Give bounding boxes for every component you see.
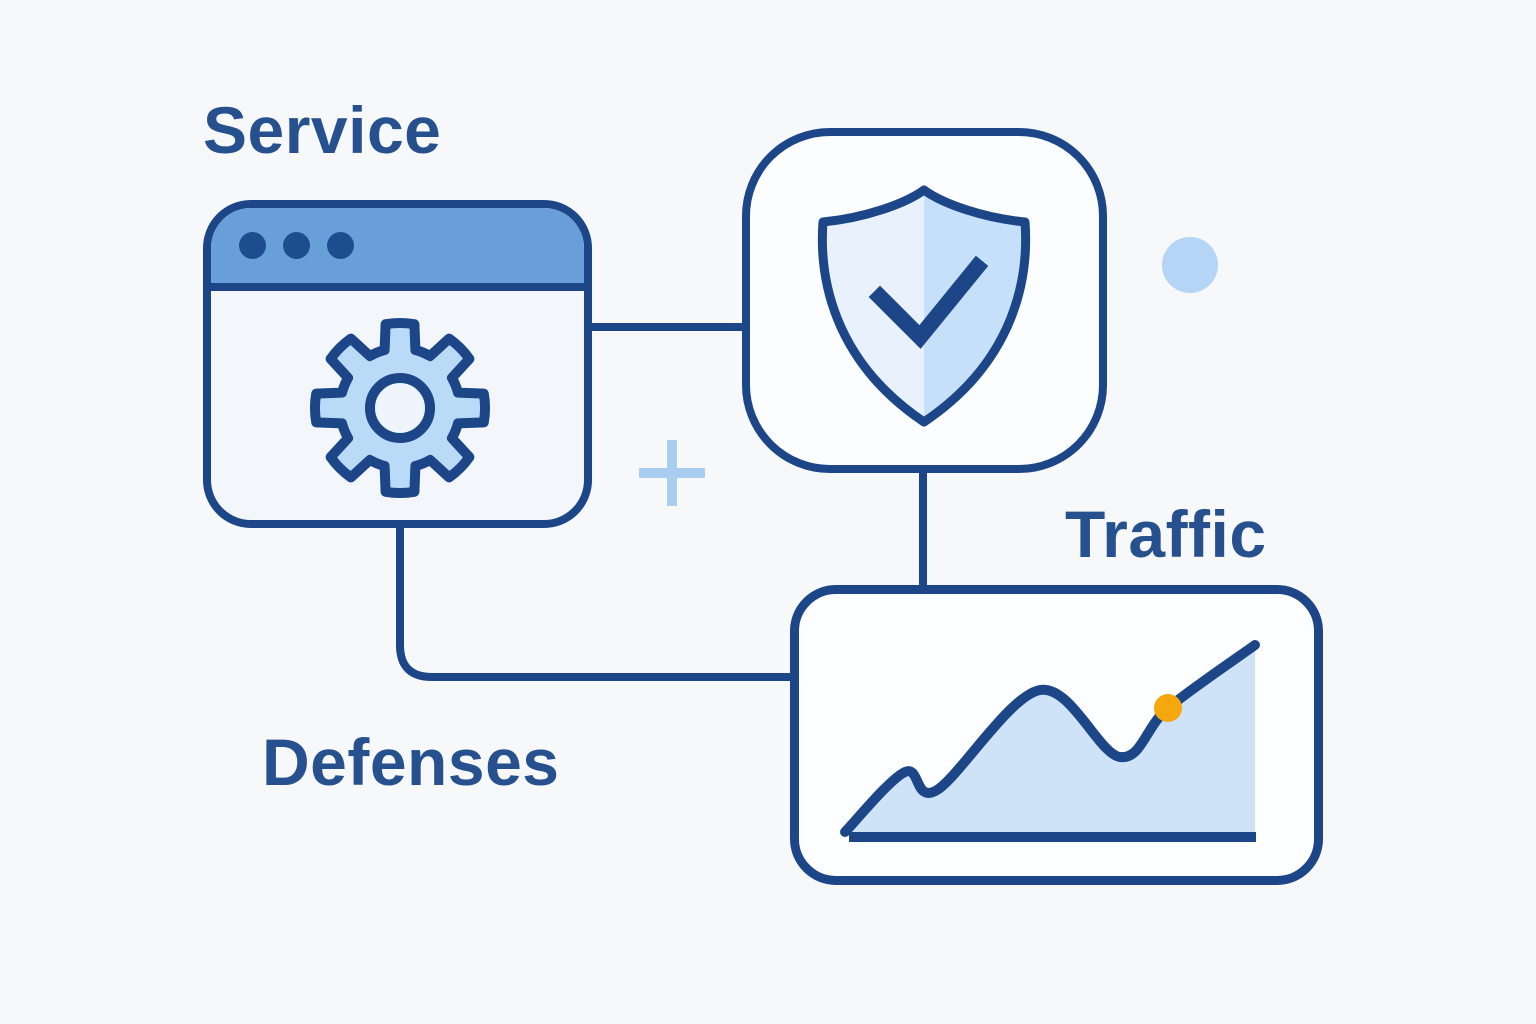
trend-chart-icon <box>840 640 1260 842</box>
browser-titlebar <box>211 208 584 291</box>
gear-icon <box>309 317 491 499</box>
shield-check-icon <box>817 185 1031 427</box>
plus-icon <box>639 440 705 506</box>
connector-browser-to-chart <box>396 524 794 681</box>
defenses-label: Defenses <box>262 725 560 799</box>
checkmark-icon <box>868 255 989 349</box>
window-dot-icon <box>283 232 310 259</box>
window-dot-icon <box>327 232 354 259</box>
traffic-chart-card <box>790 585 1323 885</box>
service-label: Service <box>203 93 442 167</box>
accent-dot <box>1162 237 1218 293</box>
shield-card <box>742 128 1107 473</box>
data-point-marker <box>1154 694 1182 722</box>
window-dot-icon <box>239 232 266 259</box>
traffic-label: Traffic <box>1065 497 1267 571</box>
